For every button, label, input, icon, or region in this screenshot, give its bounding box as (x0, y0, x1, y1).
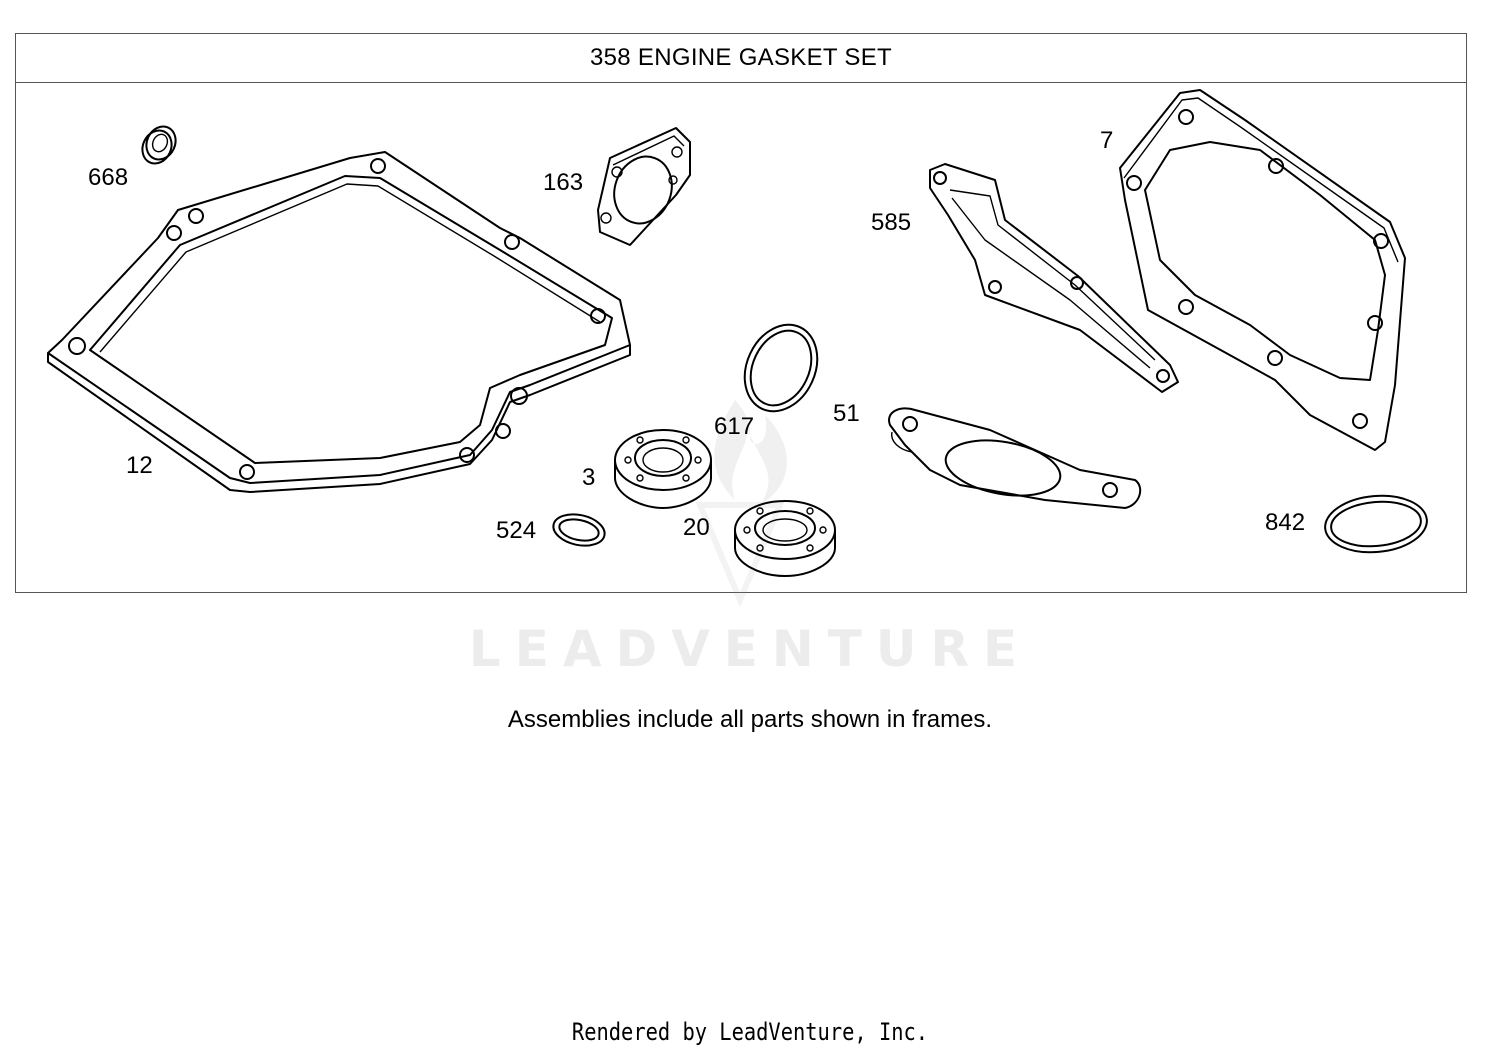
callout-585[interactable]: 585 (871, 209, 911, 236)
callout-20[interactable]: 20 (683, 514, 710, 541)
callout-842[interactable]: 842 (1265, 509, 1305, 536)
part-585-breather-gasket[interactable] (929, 163, 1179, 393)
watermark-logo: LEADVENTURE (468, 620, 1032, 678)
part-20-oil-seal[interactable] (734, 500, 836, 577)
part-524-ring[interactable] (550, 510, 607, 550)
render-footer: Rendered by LeadVenture, Inc. (571, 1018, 929, 1046)
part-842-ring[interactable] (1323, 492, 1429, 557)
callout-617[interactable]: 617 (714, 413, 754, 440)
callout-12[interactable]: 12 (126, 452, 153, 479)
callout-3[interactable]: 3 (582, 464, 595, 491)
part-7-cylinder-head-gasket[interactable] (1119, 89, 1406, 451)
watermark-flame-icon (695, 400, 787, 608)
callout-7[interactable]: 7 (1100, 127, 1113, 154)
assembly-note: Assemblies include all parts shown in fr… (507, 706, 993, 733)
parts-frame: 358 ENGINE GASKET SET (15, 33, 1467, 593)
callout-51[interactable]: 51 (833, 400, 860, 427)
callout-668[interactable]: 668 (88, 164, 128, 191)
part-3-oil-seal[interactable] (614, 429, 712, 509)
callout-163[interactable]: 163 (543, 169, 583, 196)
part-12-crankcase-gasket[interactable] (47, 151, 631, 493)
frame-title: 358 ENGINE GASKET SET (16, 34, 1466, 83)
callout-524[interactable]: 524 (496, 517, 536, 544)
part-163-carburetor-gasket[interactable] (597, 127, 691, 246)
part-668-seal[interactable] (137, 122, 181, 169)
part-617-o-ring[interactable] (731, 313, 831, 423)
part-51-exhaust-gasket[interactable] (888, 407, 1142, 509)
